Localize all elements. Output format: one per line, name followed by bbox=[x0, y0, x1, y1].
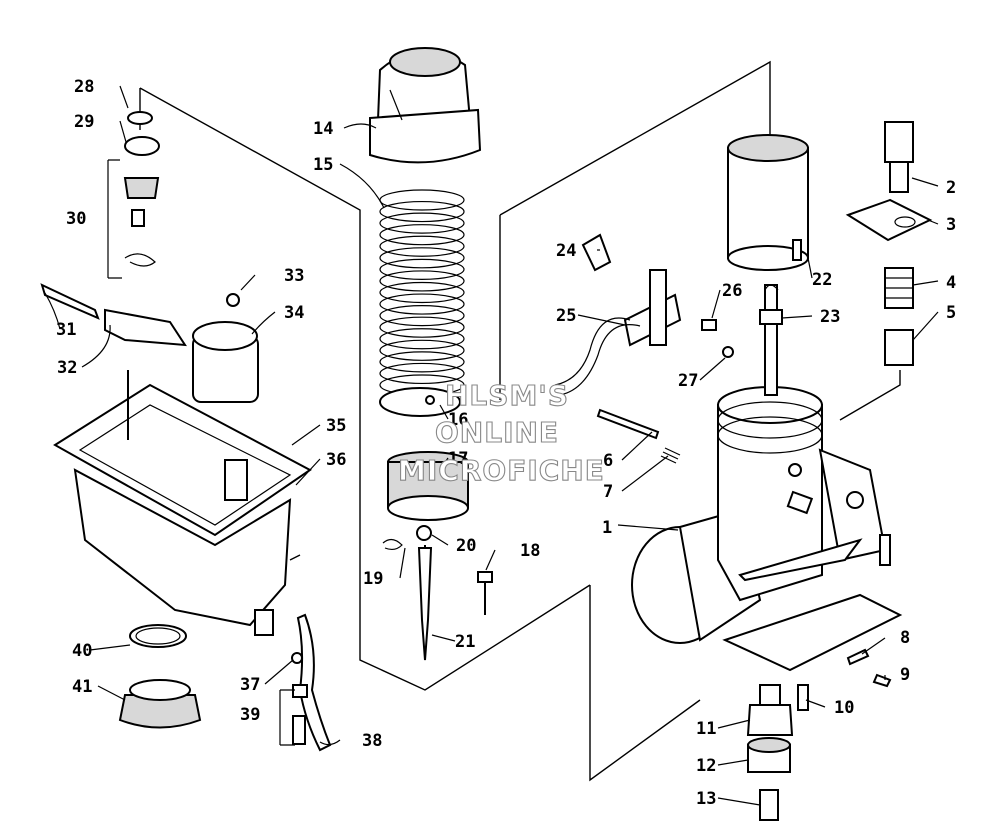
callout-38: 38 bbox=[362, 731, 382, 751]
leader-lines bbox=[44, 85, 939, 806]
frame-lines bbox=[139, 60, 901, 782]
part-jets bbox=[746, 684, 794, 821]
callout-26: 26 bbox=[722, 281, 742, 301]
callout-15: 15 bbox=[313, 155, 333, 175]
callout-21: 21 bbox=[455, 632, 475, 652]
callout-30: 30 bbox=[66, 209, 86, 229]
callout-33: 33 bbox=[284, 266, 304, 286]
callout-35: 35 bbox=[326, 416, 346, 436]
callout-28: 28 bbox=[74, 77, 94, 97]
spring-coil bbox=[379, 293, 465, 315]
spring-coil bbox=[379, 270, 465, 292]
callout-18: 18 bbox=[520, 541, 540, 561]
watermark: HLSM'S ONLINE MICROFICHE bbox=[397, 378, 605, 487]
callout-14: 14 bbox=[313, 119, 333, 139]
spring-coil bbox=[379, 247, 465, 269]
callout-10: 10 bbox=[834, 698, 854, 718]
spring-coil bbox=[379, 224, 465, 246]
part-upper-left-fittings bbox=[123, 111, 160, 267]
part-cable-bracket bbox=[554, 233, 682, 396]
part-idle-screw bbox=[596, 408, 681, 464]
part-slide-holder bbox=[387, 451, 469, 521]
callout-17: 17 bbox=[448, 449, 468, 469]
callout-3: 3 bbox=[946, 215, 956, 235]
callout-12: 12 bbox=[696, 756, 716, 776]
part-float-arm bbox=[40, 283, 187, 347]
spring-coil bbox=[379, 200, 465, 223]
callout-2: 2 bbox=[946, 178, 956, 198]
part-oring-and-plug bbox=[118, 624, 202, 729]
spring-coil bbox=[379, 351, 465, 373]
part-rod bbox=[759, 284, 783, 396]
spring-coil bbox=[379, 281, 465, 304]
part-screw-18 bbox=[477, 571, 493, 615]
part-right-fittings bbox=[845, 121, 933, 366]
part-throttle-slide bbox=[727, 134, 809, 271]
spring-coil bbox=[379, 328, 465, 350]
callout-25: 25 bbox=[556, 306, 576, 326]
part-drain-hose bbox=[291, 613, 332, 752]
spring-coil bbox=[379, 212, 465, 234]
part-float bbox=[192, 293, 259, 403]
spring-coil bbox=[379, 258, 465, 280]
spring-coil bbox=[379, 305, 465, 327]
callout-13: 13 bbox=[696, 789, 716, 809]
part-main-spring bbox=[379, 189, 465, 396]
callout-36: 36 bbox=[326, 450, 346, 470]
watermark-line-2: ONLINE bbox=[435, 416, 559, 449]
part-plate bbox=[379, 387, 461, 417]
spring-coil bbox=[379, 235, 465, 257]
part-carburetor-body bbox=[631, 386, 903, 672]
spring-coil bbox=[379, 339, 465, 361]
callout-31: 31 bbox=[56, 320, 76, 340]
callout-5: 5 bbox=[946, 303, 956, 323]
callout-29: 29 bbox=[74, 112, 94, 132]
callout-39: 39 bbox=[240, 705, 260, 725]
callout-7: 7 bbox=[603, 482, 613, 502]
callout-37: 37 bbox=[240, 675, 260, 695]
watermark-line-3: MICROFICHE bbox=[398, 454, 605, 487]
callout-labels: 1 2 3 4 5 6 7 8 9 10 11 12 13 14 15 16 1… bbox=[56, 77, 956, 809]
callout-22: 22 bbox=[812, 270, 832, 290]
callout-32: 32 bbox=[57, 358, 77, 378]
part-small-screws bbox=[701, 319, 734, 358]
part-float-bowl bbox=[53, 370, 312, 636]
part-jet-needle bbox=[382, 525, 433, 661]
callout-24: 24 bbox=[556, 241, 576, 261]
callout-41: 41 bbox=[72, 677, 92, 697]
callout-1: 1 bbox=[602, 518, 612, 538]
callout-16: 16 bbox=[448, 410, 468, 430]
callout-8: 8 bbox=[900, 628, 910, 648]
callout-23: 23 bbox=[820, 307, 840, 327]
callout-20: 20 bbox=[456, 536, 476, 556]
callout-6: 6 bbox=[603, 451, 613, 471]
spring-coil bbox=[379, 189, 465, 211]
callout-9: 9 bbox=[900, 665, 910, 685]
callout-40: 40 bbox=[72, 641, 92, 661]
callout-34: 34 bbox=[284, 303, 304, 323]
spring-coil bbox=[379, 362, 465, 385]
watermark-line-1: HLSM'S bbox=[445, 379, 569, 412]
callout-4: 4 bbox=[946, 273, 956, 293]
callout-27: 27 bbox=[678, 371, 698, 391]
callout-11: 11 bbox=[696, 719, 716, 739]
part-cap bbox=[369, 47, 482, 164]
spring-coil bbox=[379, 316, 465, 338]
callout-19: 19 bbox=[363, 569, 383, 589]
